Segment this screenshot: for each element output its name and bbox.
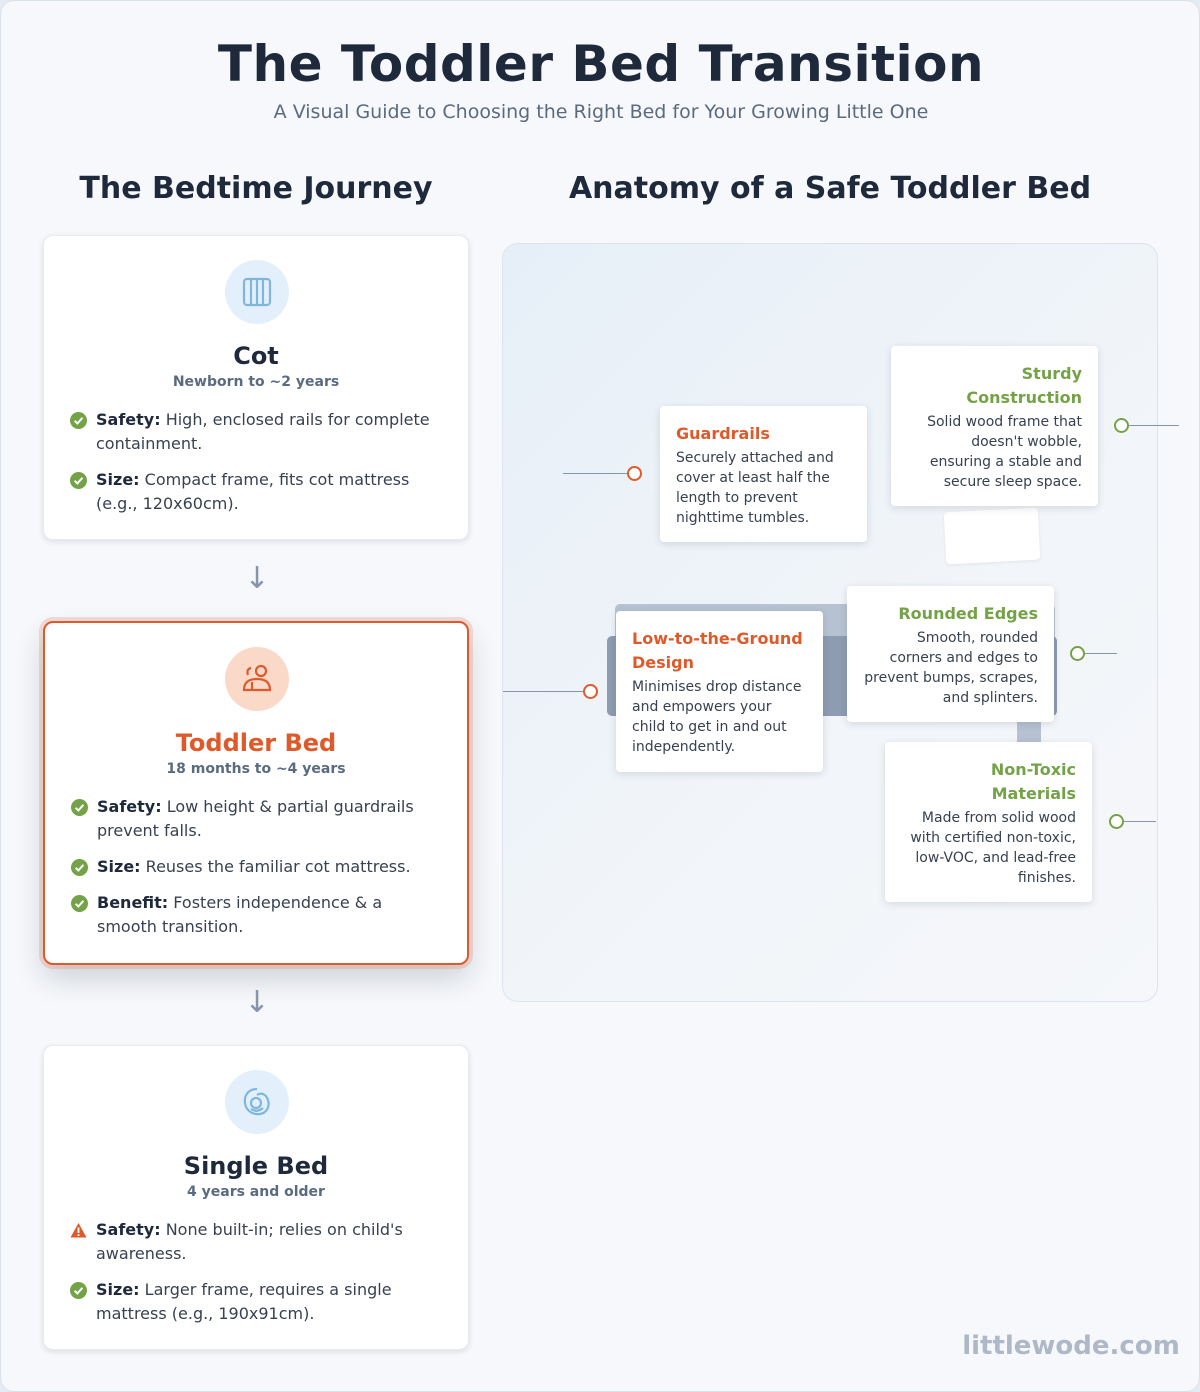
callout-marker bbox=[1109, 814, 1124, 829]
feature-text: None built-in; relies on child's awarene… bbox=[96, 1220, 403, 1263]
feature-label: Safety: bbox=[96, 410, 161, 429]
feature-label: Safety: bbox=[97, 797, 162, 816]
stage-age: 18 months to ~4 years bbox=[166, 761, 346, 777]
callout-desc: Securely attached and cover at least hal… bbox=[676, 450, 834, 526]
anatomy-diagram: Guardrails Securely attached and cover a… bbox=[502, 243, 1179, 1002]
page-title: The Toddler Bed Transition bbox=[217, 35, 985, 93]
feature-item: Benefit: Fosters independence & a smooth… bbox=[71, 891, 441, 939]
callout-title: Non-Toxic Materials bbox=[990, 760, 1076, 803]
anatomy-heading: Anatomy of a Safe Toddler Bed bbox=[568, 171, 1092, 206]
warning-icon bbox=[70, 1223, 87, 1238]
callout-line bbox=[563, 473, 635, 474]
callout-title: Low-to-the-Ground Design bbox=[632, 629, 803, 672]
arrow-down-icon: ↓ bbox=[244, 561, 270, 596]
child-sleep-icon bbox=[225, 1070, 289, 1134]
callout-line bbox=[503, 691, 585, 692]
callout-marker bbox=[1070, 646, 1085, 661]
callout-title: Guardrails bbox=[676, 424, 770, 443]
stage-card-toddler-bed: Toddler Bed 18 months to ~4 years Safety… bbox=[43, 621, 469, 965]
feature-label: Size: bbox=[96, 470, 140, 489]
callout-desc: Minimises drop distance and empowers you… bbox=[632, 679, 802, 755]
callout-low-to-ground: Low-to-the-Ground Design Minimises drop … bbox=[616, 611, 823, 772]
feature-label: Benefit: bbox=[97, 893, 169, 912]
callout-line bbox=[1129, 425, 1179, 426]
callout-sturdy-construction: Sturdy Construction Solid wood frame tha… bbox=[891, 346, 1098, 506]
feature-item: Size: Compact frame, fits cot mattress (… bbox=[70, 468, 440, 516]
check-icon bbox=[70, 1282, 87, 1299]
feature-text: Fosters independence & a smooth transiti… bbox=[97, 893, 383, 936]
journey-heading: The Bedtime Journey bbox=[79, 171, 433, 206]
feature-item: Safety: Low height & partial guardrails … bbox=[71, 795, 441, 843]
stage-age: 4 years and older bbox=[187, 1184, 325, 1200]
callout-marker bbox=[1114, 418, 1129, 433]
feature-text: Low height & partial guardrails prevent … bbox=[97, 797, 414, 840]
feature-text: High, enclosed rails for complete contai… bbox=[96, 410, 430, 453]
brand-watermark[interactable]: littlewode.com bbox=[962, 1331, 1180, 1361]
check-icon bbox=[70, 472, 87, 489]
callout-title: Sturdy Construction bbox=[966, 364, 1082, 407]
bed-pillow bbox=[943, 507, 1041, 565]
feature-item: Size: Larger frame, requires a single ma… bbox=[70, 1278, 440, 1326]
cot-icon bbox=[225, 260, 289, 324]
feature-text: Compact frame, fits cot mattress (e.g., … bbox=[96, 470, 410, 513]
callout-non-toxic-materials: Non-Toxic Materials Made from solid wood… bbox=[885, 742, 1092, 902]
callout-guardrails: Guardrails Securely attached and cover a… bbox=[660, 406, 867, 542]
feature-label: Size: bbox=[96, 1280, 140, 1299]
toddler-icon bbox=[225, 647, 289, 711]
callout-desc: Solid wood frame that doesn't wobble, en… bbox=[927, 414, 1082, 490]
check-icon bbox=[71, 859, 88, 876]
feature-text: Reuses the familiar cot mattress. bbox=[145, 857, 411, 876]
stage-card-single-bed: Single Bed 4 years and older Safety: Non… bbox=[43, 1045, 469, 1350]
stage-age: Newborn to ~2 years bbox=[172, 374, 340, 390]
arrow-down-icon: ↓ bbox=[244, 985, 270, 1020]
stage-name: Cot bbox=[233, 342, 279, 370]
callout-rounded-edges: Rounded Edges Smooth, rounded corners an… bbox=[847, 586, 1054, 722]
feature-text: Larger frame, requires a single mattress… bbox=[96, 1280, 392, 1323]
stage-card-cot: Cot Newborn to ~2 years Safety: High, en… bbox=[43, 235, 469, 540]
check-icon bbox=[71, 799, 88, 816]
callout-desc: Smooth, rounded corners and edges to pre… bbox=[864, 630, 1038, 706]
check-icon bbox=[70, 412, 87, 429]
stage-name: Single Bed bbox=[183, 1152, 329, 1180]
callout-title: Rounded Edges bbox=[898, 604, 1038, 623]
feature-item: Safety: None built-in; relies on child's… bbox=[70, 1218, 440, 1266]
callout-line bbox=[1124, 821, 1156, 822]
feature-label: Size: bbox=[97, 857, 141, 876]
feature-item: Safety: High, enclosed rails for complet… bbox=[70, 408, 440, 456]
feature-label: Safety: bbox=[96, 1220, 161, 1239]
callout-line bbox=[1085, 653, 1117, 654]
callout-marker bbox=[627, 466, 642, 481]
check-icon bbox=[71, 895, 88, 912]
stage-name: Toddler Bed bbox=[175, 729, 337, 757]
feature-item: Size: Reuses the familiar cot mattress. bbox=[71, 855, 441, 879]
page-subtitle: A Visual Guide to Choosing the Right Bed… bbox=[273, 101, 929, 123]
callout-marker bbox=[583, 684, 598, 699]
callout-desc: Made from solid wood with certified non-… bbox=[910, 810, 1076, 886]
